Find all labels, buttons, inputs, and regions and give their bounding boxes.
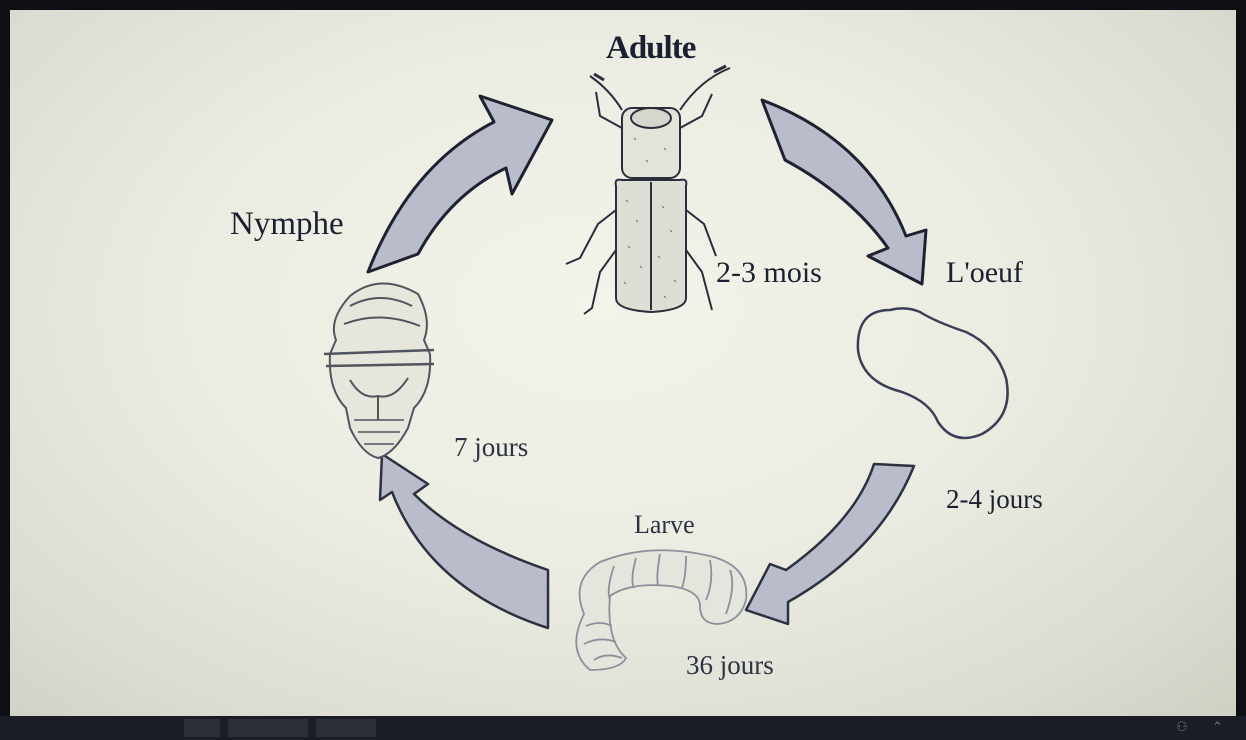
egg-illustration xyxy=(858,308,1008,438)
stage-label-larva: Larve xyxy=(634,510,695,540)
chevron-up-icon[interactable]: ⌃ xyxy=(1212,720,1223,735)
duration-larva: 36 jours xyxy=(686,650,774,681)
stage-label-adult: Adulte xyxy=(606,30,695,67)
duration-egg: 2-4 jours xyxy=(946,484,1043,515)
life-cycle-diagram xyxy=(10,10,1236,716)
adult-beetle-illustration xyxy=(566,66,730,314)
arrow-larva-to-pupa xyxy=(380,454,548,628)
duration-adult: 2-3 mois xyxy=(716,256,822,290)
taskbar-button[interactable] xyxy=(316,719,376,737)
taskbar: ⚇ ⌃ xyxy=(0,716,1246,740)
photo-of-screen: Adulte Nymphe L'oeuf Larve 2-3 mois 7 jo… xyxy=(10,10,1236,716)
stage-label-pupa: Nymphe xyxy=(230,206,344,243)
stage-label-egg: L'oeuf xyxy=(946,256,1023,290)
taskbar-button[interactable] xyxy=(184,719,220,737)
pupa-illustration xyxy=(324,283,434,458)
arrow-pupa-to-adult xyxy=(368,96,552,272)
duration-pupa: 7 jours xyxy=(454,432,528,463)
taskbar-button[interactable] xyxy=(228,719,308,737)
arrow-egg-to-larva xyxy=(746,464,914,624)
people-icon[interactable]: ⚇ xyxy=(1176,720,1188,735)
